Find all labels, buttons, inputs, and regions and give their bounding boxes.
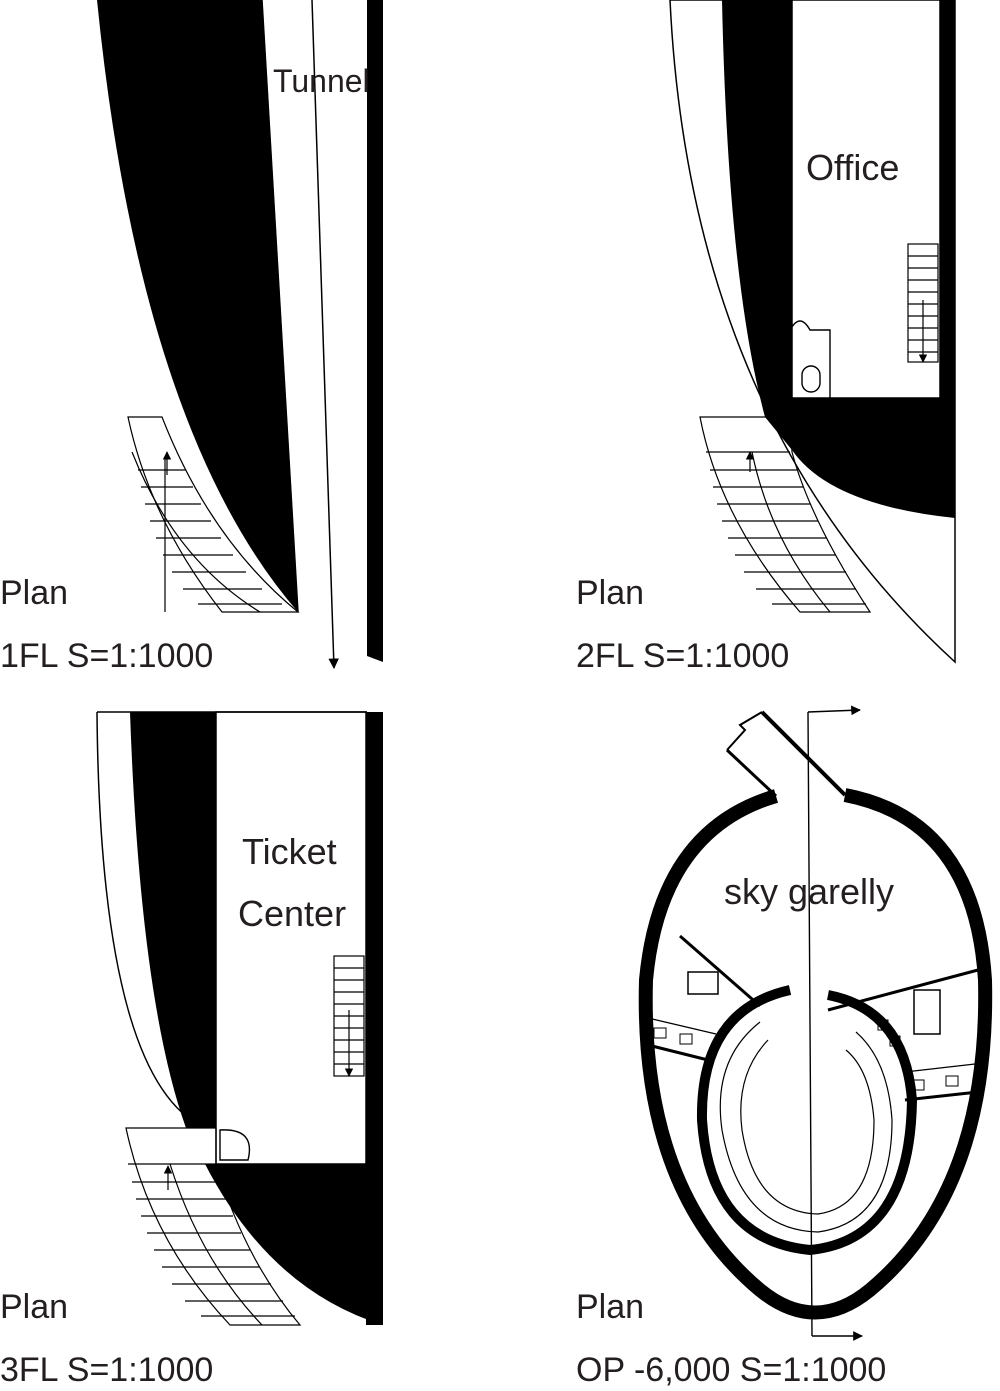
room-label-sky-garelly: sky garelly xyxy=(724,871,894,912)
room-label-ticket: Ticket xyxy=(242,831,337,872)
plan-op-ramp-inner xyxy=(740,1039,875,1215)
plan-3fl-scale: 3FL S=1:1000 xyxy=(0,1351,213,1389)
plan-2fl-scale: 2FL S=1:1000 xyxy=(576,637,789,675)
plan-2fl-curved-stair xyxy=(699,416,872,613)
room-label-office: Office xyxy=(806,147,899,188)
plan-op-axis-top-arrow xyxy=(807,705,861,716)
plan-1fl-solid-mass xyxy=(97,0,298,612)
plan-1fl-right-wall xyxy=(367,0,383,662)
plan-op-title: Plan xyxy=(576,1288,644,1326)
plan-op-side-rooms xyxy=(647,934,979,1102)
plan-2fl: Office Plan 2FL S=1:1000 xyxy=(576,0,956,675)
plan-3fl-solid-band xyxy=(130,712,216,1128)
room-label-center: Center xyxy=(238,893,346,934)
plan-3fl-door xyxy=(219,1129,251,1161)
plan-op-scale: OP -6,000 S=1:1000 xyxy=(576,1351,886,1389)
plan-1fl-tunnel-arrow xyxy=(311,0,339,670)
plan-op-inner-wall xyxy=(696,985,918,1256)
plan-3fl-stair xyxy=(333,955,365,1077)
plan-2fl-toilet xyxy=(789,320,831,398)
plan-1fl-title: Plan xyxy=(0,574,68,612)
plan-3fl: Ticket Center Plan 3FL S=1:1000 xyxy=(0,711,383,1389)
plan-3fl-title: Plan xyxy=(0,1288,68,1326)
plan-3fl-lower-mass xyxy=(205,1164,383,1325)
plan-op: sky garelly Plan OP -6,000 S=1:1000 xyxy=(576,705,993,1389)
plan-2fl-stair xyxy=(907,243,939,363)
plan-3fl-curved-stair xyxy=(125,1127,302,1326)
plan-2fl-office-room xyxy=(791,0,941,399)
plan-op-entrance xyxy=(725,710,847,798)
plan-3fl-outer-shell xyxy=(96,711,206,1129)
plan-2fl-title: Plan xyxy=(576,574,644,612)
plan-1fl-scale: 1FL S=1:1000 xyxy=(0,637,213,675)
plan-2fl-solid-band xyxy=(722,0,955,518)
plan-op-axis xyxy=(807,711,813,1337)
plan-1fl-tunnel-edge xyxy=(261,0,299,613)
plan-1fl-stair xyxy=(127,416,300,613)
room-label-tunnel: Tunnel xyxy=(273,63,370,99)
plan-1fl: Tunnel Plan 1FL S=1:1000 xyxy=(0,0,383,675)
plan-3fl-ticket-room xyxy=(215,711,367,1165)
plan-op-ramp-outer xyxy=(719,1021,893,1233)
plan-op-outer-wall xyxy=(638,788,993,1320)
